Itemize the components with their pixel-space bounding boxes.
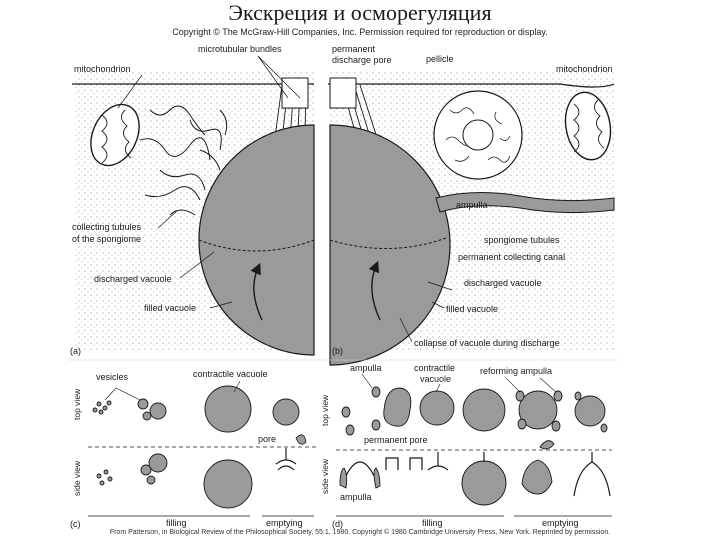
label-ampulla-bottom-d: ampulla: [340, 492, 372, 502]
panel-c: top view side view vesicles contractile …: [70, 369, 316, 529]
panel-a: mitochondrion microtubular bundles colle…: [70, 44, 315, 356]
label-ampulla-top-d: ampulla: [350, 363, 382, 373]
panel-letter-d: (d): [332, 519, 343, 529]
spongiome-tubules-a: [139, 105, 228, 216]
mitochondrion-a: [90, 103, 140, 167]
label-pore-c: pore: [258, 434, 276, 444]
discharged-vacuole-line-a: [198, 239, 315, 252]
label-side-view-c: side view: [72, 460, 82, 496]
label-contractile-d-1: contractile: [414, 363, 455, 373]
mitochondrion-b: [564, 91, 612, 161]
label-collecting-tubules-1: collecting tubules: [72, 222, 142, 232]
label-spongiome-tubules: spongiome tubules: [484, 235, 560, 245]
fill-arrow-a: [250, 262, 263, 321]
label-contractile-d-2: vacuole: [420, 374, 451, 384]
label-microtubular-bundles: microtubular bundles: [198, 44, 282, 54]
panel-letter-c: (c): [70, 519, 81, 529]
page-title: Экскреция и осморегуляция: [228, 0, 492, 25]
copyright-notice: Copyright © The McGraw-Hill Companies, I…: [172, 27, 548, 37]
label-discharged-vacuole-b: discharged vacuole: [464, 278, 542, 288]
filled-vacuole-a: [198, 124, 315, 356]
label-side-view-d: side view: [320, 458, 330, 494]
emptied-pore-c: [275, 448, 297, 471]
discharge-pore-b: [329, 77, 357, 109]
label-reforming-ampulla: reforming ampulla: [480, 366, 552, 376]
discharged-vacuole-line-b: [329, 237, 447, 250]
label-top-view-d: top view: [320, 394, 330, 426]
panel-d: top view side view ampulla contractile v…: [320, 363, 612, 529]
pellicle-line-b: [328, 83, 615, 88]
label-emptying-c: emptying: [266, 518, 303, 528]
ampulla-canal: [435, 191, 615, 214]
label-mitochondrion-a: mitochondrion: [74, 64, 131, 74]
label-filling-c: filling: [166, 518, 187, 528]
label-filled-vacuole-a: filled vacuole: [144, 303, 196, 313]
label-permanent-1: permanent: [332, 44, 376, 54]
footer-credit: From Patterson, in Biological Review of …: [109, 529, 611, 536]
panel-b: permanent discharge pore pellicle mitoch…: [328, 44, 615, 366]
label-collapse: collapse of vacuole during discharge: [414, 338, 560, 348]
filled-vacuole-b: [329, 124, 451, 366]
label-emptying-d: emptying: [542, 518, 579, 528]
label-permanent-pore-d: permanent pore: [364, 435, 428, 445]
label-permanent-collecting-canal: permanent collecting canal: [458, 252, 565, 262]
label-ampulla-b: ampulla: [456, 200, 488, 210]
label-contractile-vacuole-c: contractile vacuole: [193, 369, 268, 379]
panel-letter-a: (a): [70, 346, 81, 356]
label-discharged-vacuole-a: discharged vacuole: [94, 274, 172, 284]
label-collecting-tubules-2: of the spongiome: [72, 234, 141, 244]
label-permanent-2: discharge pore: [332, 55, 392, 65]
label-filling-d: filling: [422, 518, 443, 528]
label-vesicles: vesicles: [96, 372, 129, 382]
spongiome-cross-section: [433, 90, 523, 180]
label-pellicle: pellicle: [426, 54, 454, 64]
fill-arrow-b: [368, 260, 381, 321]
panel-letter-b: (b): [332, 346, 343, 356]
label-filled-vacuole-b: filled vacuole: [446, 304, 498, 314]
label-mitochondrion-b: mitochondrion: [556, 64, 613, 74]
label-top-view-c: top view: [72, 388, 82, 420]
